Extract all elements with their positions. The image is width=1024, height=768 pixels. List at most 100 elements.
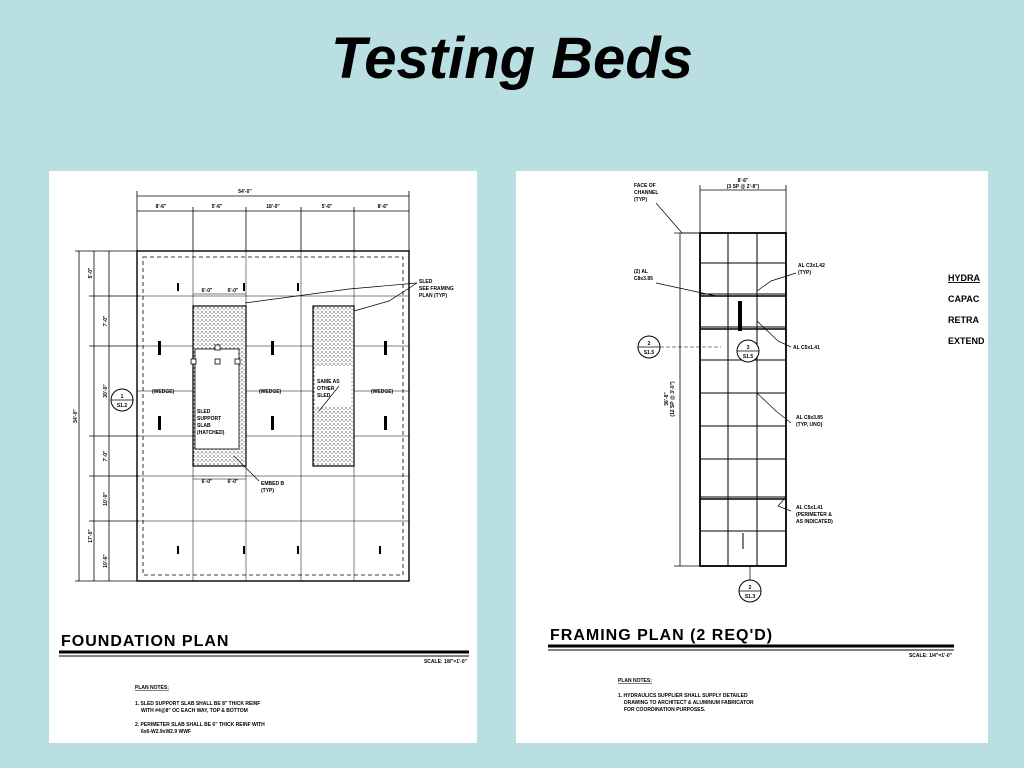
same-as-label-box	[315, 366, 351, 406]
section-mark-2-s15: 2 S1.5	[637, 335, 721, 359]
plan-note-line: WITH #4@8" OC EACH WAY, TOP & BOTTOM	[141, 708, 248, 714]
svg-text:SUPPORT: SUPPORT	[197, 416, 221, 422]
wedge-label: (WEDGE)	[371, 389, 394, 395]
hydraulic-cylinder-mark	[738, 301, 742, 331]
framing-callout-leaders	[655, 272, 797, 512]
svg-text:(TYP, UNO): (TYP, UNO)	[796, 422, 823, 428]
section-mark-sheet: S1.5	[743, 354, 754, 360]
svg-text:(TYP): (TYP)	[634, 197, 647, 203]
side-text-line: EXTEND	[948, 336, 985, 346]
svg-text:SLED: SLED	[317, 393, 331, 399]
svg-text:(HATCHED): (HATCHED)	[197, 430, 225, 436]
framing-plan-title: FRAMING PLAN (2 REQ'D)	[550, 627, 773, 644]
svg-text:AS INDICATED): AS INDICATED)	[796, 519, 833, 525]
callout-al-c5: AL C5x1.41	[793, 345, 820, 351]
svg-text:(TYP): (TYP)	[261, 488, 274, 494]
framing-top-dimension	[699, 185, 787, 233]
plan-notes-title: PLAN NOTES:	[135, 685, 169, 691]
svg-text:OTHER: OTHER	[317, 386, 335, 392]
svg-text:SLED: SLED	[197, 409, 211, 415]
callout-line: SLED	[419, 279, 433, 285]
section-mark-number: 2	[749, 585, 752, 591]
perimeter-slab-outline	[136, 250, 410, 582]
callout-line: PLAN (TYP)	[419, 293, 447, 299]
foundation-top-dim: 18'-0"	[266, 204, 280, 210]
section-mark-number: 3	[747, 345, 750, 351]
framing-plan-panel: 8'-6" (3 SP @ 2'-8") FACE OF CHANNEL (TY…	[516, 171, 988, 743]
svg-text:AL C5x1.41: AL C5x1.41	[796, 505, 823, 511]
side-text-line: CAPAC	[948, 294, 980, 304]
svg-text:AL C8x3.85: AL C8x3.85	[796, 415, 823, 421]
side-text-line: RETRA	[948, 315, 979, 325]
callout-sled-support: SLED SUPPORT SLAB (HATCHED)	[197, 409, 225, 436]
inner-dim: 6'-0"	[202, 288, 213, 294]
wedge-label: (WEDGE)	[152, 389, 175, 395]
side-text-line: HYDRA	[948, 273, 981, 283]
callout-two-al: (2) AL C8x3.85	[634, 269, 653, 282]
foundation-top-dim: 5'-6"	[322, 204, 333, 210]
bottom-dim: 6'-0"	[202, 479, 213, 485]
section-mark-number: 1	[121, 394, 124, 400]
foundation-left-dim: 10'-0"	[103, 492, 109, 506]
section-mark-sheet: S1.2	[117, 403, 128, 409]
foundation-left-dim: 17'-0"	[88, 529, 94, 543]
svg-text:(TYP): (TYP)	[798, 270, 811, 276]
svg-text:SAME AS: SAME AS	[317, 379, 340, 385]
foundation-top-dim: 8'-6"	[156, 204, 167, 210]
section-mark-sheet: S1.5	[644, 350, 655, 356]
foundation-overall-dim: 54'-0"	[238, 189, 252, 195]
foundation-left-dim: 7'-0"	[103, 315, 109, 326]
foundation-top-dimensions	[136, 191, 410, 251]
svg-text:AL C3x1.42: AL C3x1.42	[798, 263, 825, 269]
svg-text:(PERIMETER &: (PERIMETER &	[796, 512, 832, 518]
section-mark-1: 1 S1.2	[110, 388, 134, 412]
foundation-left-dim: 7'-0"	[103, 450, 109, 461]
embed-plates	[190, 344, 241, 365]
svg-text:EMBED B: EMBED B	[261, 481, 284, 487]
plan-notes-title: PLAN NOTES:	[618, 678, 652, 684]
plan-note-line: FOR COORDINATION PURPOSES.	[624, 707, 706, 713]
callout-al-c3: AL C3x1.42 (TYP)	[798, 263, 825, 276]
foundation-plan-drawing: 54'-0" 8'-6" 5'-6" 18'-0" 5'-6" 8'-6" 5'…	[59, 189, 469, 735]
sled-frame-outline	[699, 232, 787, 567]
callout-same-as-other: SAME AS OTHER SLED	[317, 379, 340, 399]
framing-side-dimension	[674, 232, 700, 567]
plan-note-line: 6x6-W2.9xW2.9 WWF	[141, 729, 191, 735]
hydraulic-table-cutoff: HYDRA CAPAC RETRA EXTEND	[948, 273, 985, 346]
plan-note-line: 2. PERIMETER SLAB SHALL BE 6" THICK REIN…	[135, 722, 265, 728]
inner-dim: 6'-0"	[228, 288, 239, 294]
foundation-overall-height: 54'-0"	[73, 409, 79, 423]
framing-side-dim-sub: (12 SP @ 3'-0")	[670, 381, 676, 417]
svg-text:CHANNEL: CHANNEL	[634, 190, 658, 196]
sled-support-slab-label-box	[194, 348, 240, 450]
section-mark-number: 2	[648, 341, 651, 347]
svg-text:C8x3.85: C8x3.85	[634, 276, 653, 282]
foundation-top-dim: 8'-6"	[378, 204, 389, 210]
foundation-scale: SCALE: 1/8"=1'-0"	[424, 659, 468, 665]
wedge-label: (WEDGE)	[259, 389, 282, 395]
framing-side-dim: 36'-8"	[664, 392, 670, 406]
leader-face-of-channel	[655, 202, 683, 234]
callout-face-of-channel: FACE OF CHANNEL (TYP)	[634, 183, 658, 203]
foundation-left-dimensions	[75, 250, 139, 582]
foundation-plan-panel: 54'-0" 8'-6" 5'-6" 18'-0" 5'-6" 8'-6" 5'…	[49, 171, 477, 743]
sled-heavy-members	[700, 295, 786, 500]
svg-text:FACE OF: FACE OF	[634, 183, 656, 189]
framing-top-dim: 8'-6"	[738, 178, 749, 184]
sled-frame-members	[700, 233, 786, 566]
svg-text:(2) AL: (2) AL	[634, 269, 648, 275]
callout-al-perimeter: AL C5x1.41 (PERIMETER & AS INDICATED)	[796, 505, 833, 525]
foundation-left-dim: 30'-0"	[103, 384, 109, 398]
plan-note-line: DRAWING TO ARCHITECT & ALUMINUM FABRICAT…	[624, 700, 754, 706]
bottom-dim: 6'-0"	[228, 479, 239, 485]
framing-scale: SCALE: 1/4"=1'-0"	[909, 653, 953, 659]
perimeter-slab-dashed-edge	[142, 256, 404, 576]
slide-title: Testing Beds	[330, 26, 694, 91]
foundation-left-dim: 10'-6"	[103, 554, 109, 568]
svg-text:SLAB: SLAB	[197, 423, 211, 429]
foundation-plan-title: FOUNDATION PLAN	[61, 633, 229, 650]
section-mark-sheet: S1.3	[745, 594, 756, 600]
section-mark-2-s13: 2 S1.3	[738, 566, 762, 603]
callout-sled-framing: SLED SEE FRAMING PLAN (TYP)	[419, 279, 454, 299]
section-mark-3-s15: 3 S1.5	[736, 339, 760, 363]
